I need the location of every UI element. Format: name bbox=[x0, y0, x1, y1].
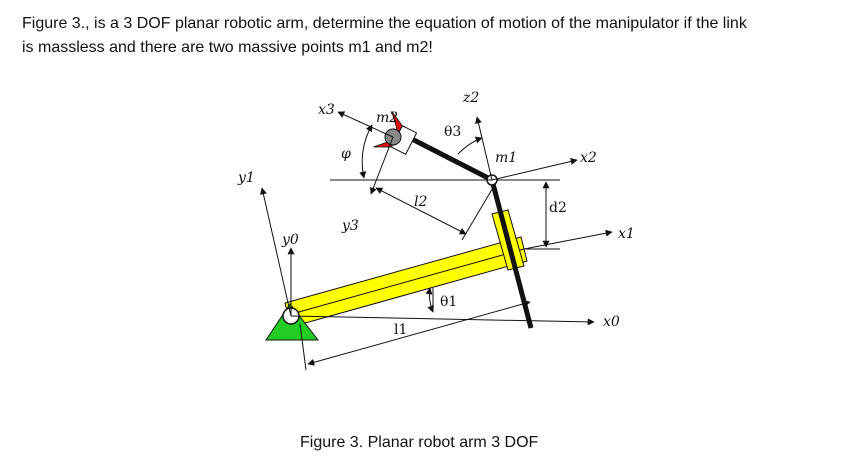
question-text: Figure 3., is a 3 DOF planar robotic arm… bbox=[22, 12, 832, 60]
link-3-rod bbox=[408, 135, 494, 183]
question-line-2: is massless and there are two massive po… bbox=[22, 39, 433, 56]
x0-axis bbox=[290, 315, 595, 326]
l2-dimension-line bbox=[375, 187, 467, 235]
l2-extension-line bbox=[461, 185, 495, 241]
theta1-angle-arc bbox=[425, 287, 434, 313]
theta3-angle-arc bbox=[457, 136, 483, 155]
label-d2: d2 bbox=[549, 200, 567, 216]
label-x3: x3 bbox=[318, 102, 335, 118]
label-x2: x2 bbox=[580, 150, 597, 166]
label-m1: m1 bbox=[495, 150, 517, 166]
label-x1: x1 bbox=[618, 226, 635, 242]
l1-dimension-line bbox=[307, 300, 531, 366]
label-phi: φ bbox=[341, 146, 351, 162]
label-y3: y3 bbox=[341, 218, 359, 234]
label-theta3: θ3 bbox=[444, 124, 461, 140]
link-1-centerline bbox=[287, 248, 525, 316]
label-m2: m2 bbox=[376, 110, 398, 126]
z2-axis bbox=[475, 116, 493, 181]
y3-axis bbox=[370, 136, 394, 195]
question-line-1: Figure 3., is a 3 DOF planar robotic arm… bbox=[22, 15, 747, 32]
label-z2: z2 bbox=[462, 90, 479, 106]
l1-extension-line bbox=[299, 323, 307, 371]
phi-angle-arc bbox=[359, 124, 373, 179]
label-l2: l2 bbox=[414, 194, 427, 210]
x1-axis bbox=[523, 229, 613, 250]
y1-axis bbox=[259, 187, 292, 317]
label-x0: x0 bbox=[603, 314, 620, 330]
label-l1: l1 bbox=[394, 322, 407, 338]
figure-caption: Figure 3. Planar robot arm 3 DOF bbox=[300, 434, 539, 451]
x2-axis bbox=[491, 158, 578, 181]
label-theta1: θ1 bbox=[440, 294, 457, 310]
label-y0: y0 bbox=[281, 232, 299, 248]
label-y1: y1 bbox=[237, 170, 255, 186]
